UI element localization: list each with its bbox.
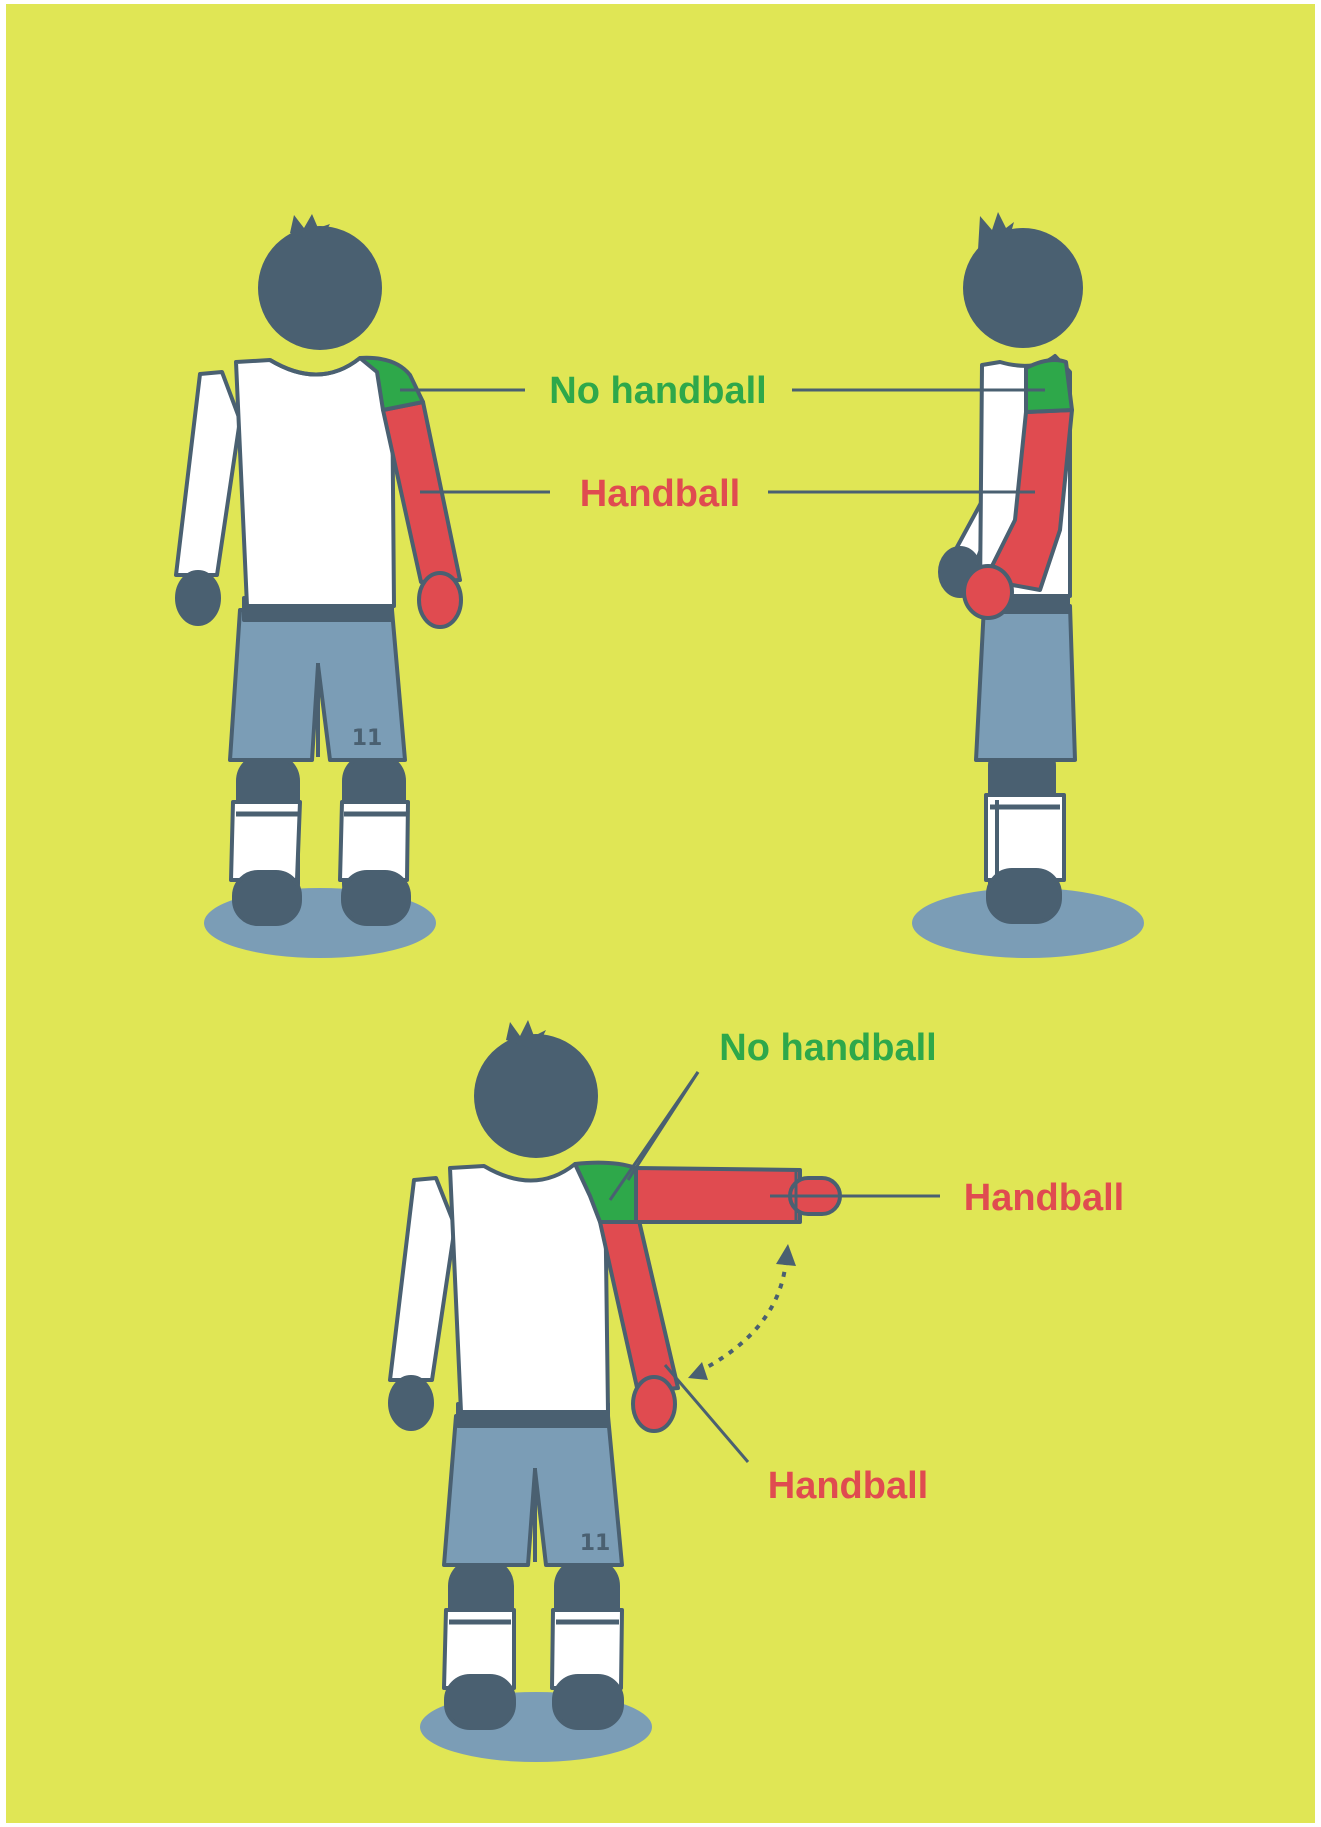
figure-side-view-shoulder-no-handball bbox=[1026, 360, 1072, 412]
label-bottom-handball-lowered: Handball bbox=[768, 1465, 928, 1507]
label-bottom-no-handball: No handball bbox=[719, 1027, 936, 1069]
figure-raised-arm-view-shirt-number: 11 bbox=[580, 1531, 611, 1556]
label-top-handball: Handball bbox=[580, 473, 740, 515]
label-top-no-handball: No handball bbox=[549, 370, 766, 412]
figure-raised-arm-view-head bbox=[474, 1034, 598, 1158]
figure-back-view-head bbox=[258, 226, 382, 350]
figure-back-view-shirt-number: 11 bbox=[352, 726, 383, 751]
label-bottom-handball-raised: Handball bbox=[964, 1177, 1124, 1219]
